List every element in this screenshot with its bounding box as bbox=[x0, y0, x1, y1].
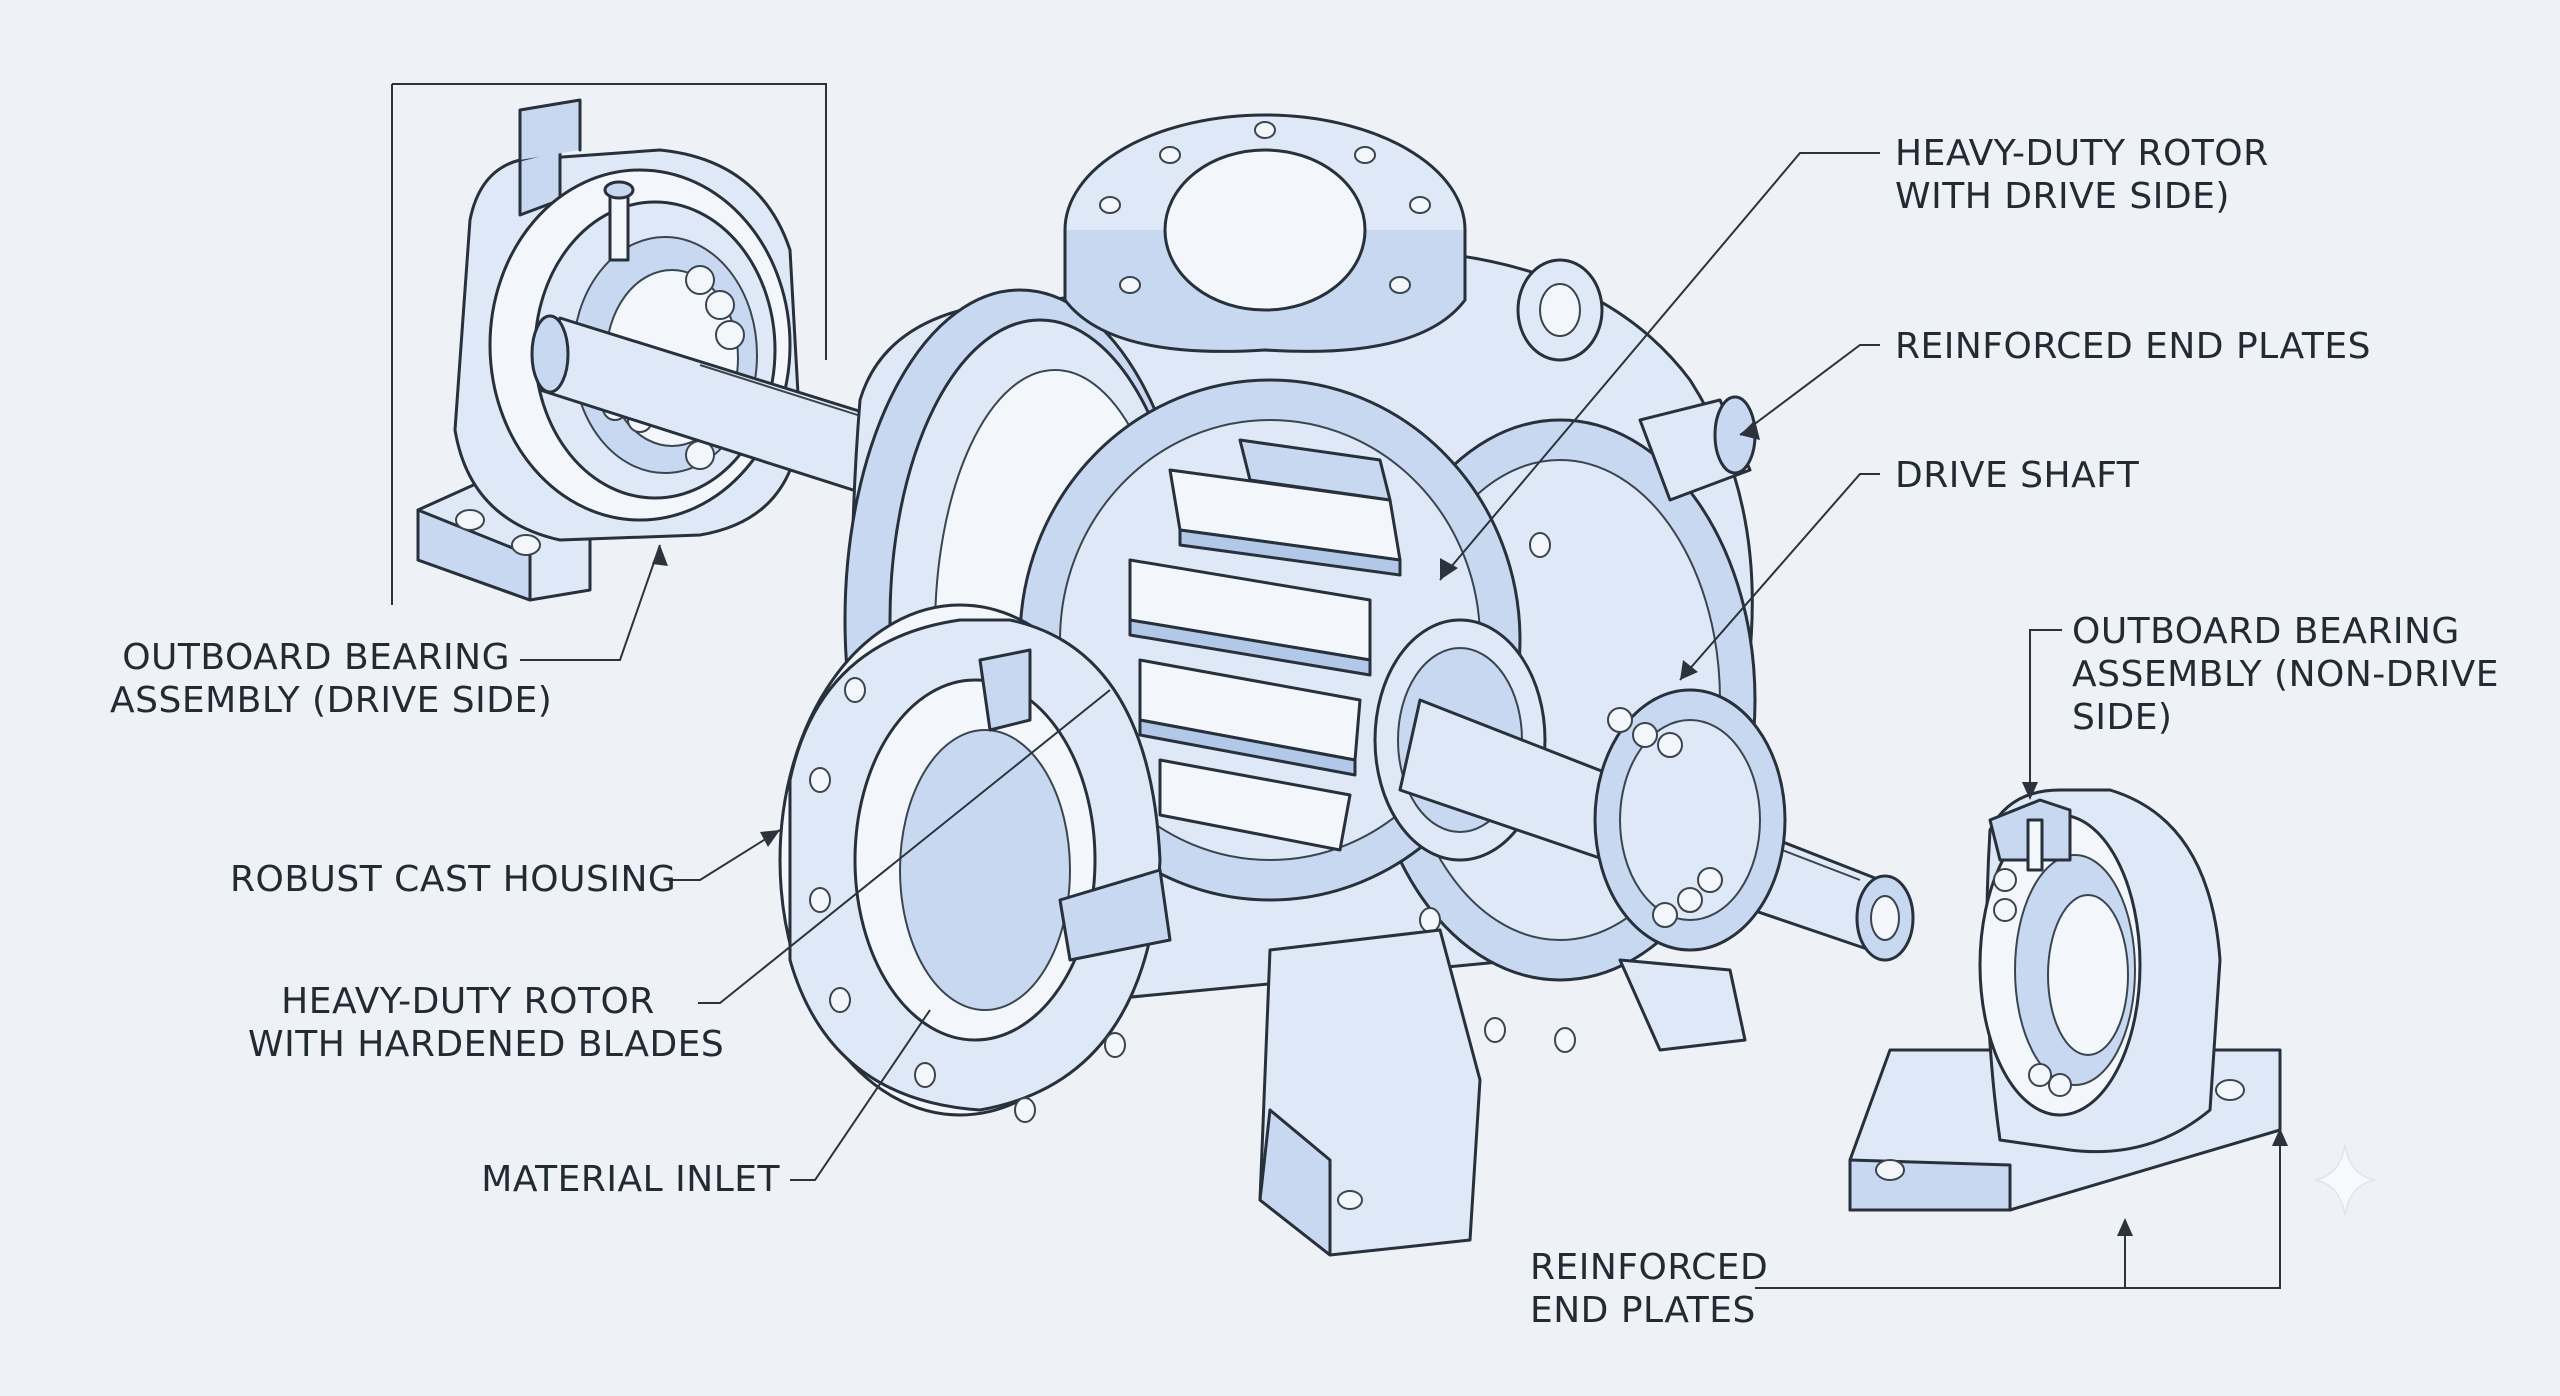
callout-reinforced-end-plates-bottom: REINFORCED END PLATES bbox=[1530, 1247, 1769, 1331]
callout-leader-lines bbox=[520, 152, 2288, 1289]
callout-reinforced-end-plates-top: REINFORCED END PLATES bbox=[1895, 326, 2371, 367]
top-flange-bolt-holes bbox=[1099, 121, 1431, 294]
callout-robust-cast-housing: ROBUST CAST HOUSING bbox=[230, 859, 677, 900]
callout-outboard-bearing-non-drive: OUTBOARD BEARING ASSEMBLY (NON-DRIVE SID… bbox=[2072, 611, 2499, 738]
rotor-with-blades bbox=[1018, 378, 1547, 902]
callout-rotor-hardened-blades: HEAVY-DUTY ROTOR WITH HARDENED BLADES bbox=[248, 981, 725, 1065]
sparkle-watermark-icon bbox=[2314, 1144, 2376, 1216]
right-internal-roller-bearings bbox=[1607, 707, 1723, 928]
inlet-flange-bolt-holes bbox=[809, 677, 1126, 1123]
rotor-blades bbox=[1128, 438, 1402, 852]
callout-rotor-drive-side: HEAVY-DUTY ROTOR WITH DRIVE SIDE) bbox=[1895, 133, 2269, 217]
callout-outboard-bearing-drive-side: OUTBOARD BEARING ASSEMBLY (DRIVE SIDE) bbox=[110, 637, 553, 721]
callout-drive-shaft: DRIVE SHAFT bbox=[1895, 455, 2140, 496]
material-inlet-flange bbox=[778, 603, 1172, 1123]
right-drive-shaft bbox=[1398, 688, 1915, 962]
callout-material-inlet: MATERIAL INLET bbox=[481, 1159, 780, 1200]
non-drive-side-bearing-assembly bbox=[1848, 788, 2282, 1212]
non-drive-side-roller-bearings bbox=[1993, 868, 2072, 1097]
